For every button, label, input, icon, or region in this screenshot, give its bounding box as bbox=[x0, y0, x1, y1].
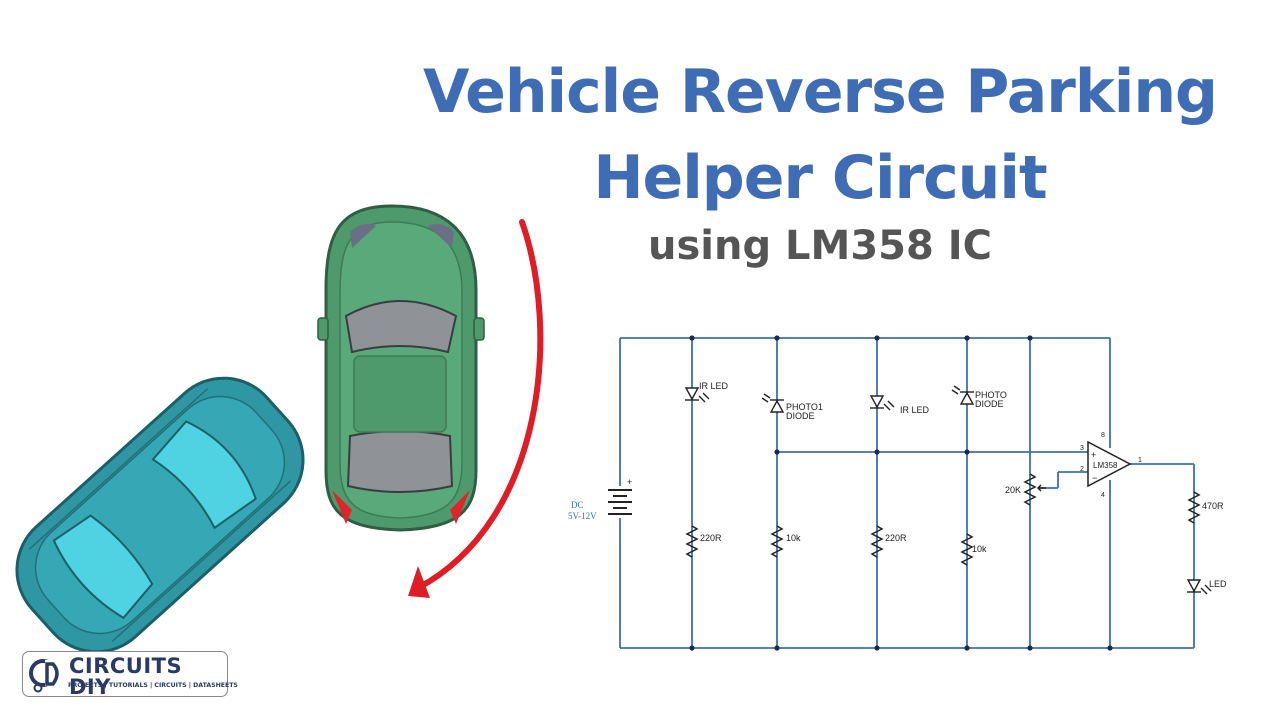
page-title-line-2: Helper Circuit bbox=[593, 143, 1047, 213]
dc-label-line-2: 5V-12V bbox=[568, 511, 597, 521]
output-led bbox=[1186, 579, 1212, 595]
photodiode-1 bbox=[761, 393, 785, 413]
opamp-pin-1: 1 bbox=[1138, 457, 1142, 464]
logo-icon bbox=[29, 659, 59, 693]
opamp-lm358 bbox=[1087, 440, 1132, 488]
dc-battery bbox=[608, 486, 632, 518]
photodiode-1-label-line-1: PHOTO1 bbox=[786, 402, 823, 412]
teal-car-illustration bbox=[15, 376, 305, 654]
resistors bbox=[685, 473, 1201, 566]
reverse-arrow bbox=[408, 219, 544, 598]
ir-led-1 bbox=[684, 387, 710, 403]
photodiode-2-label-line-2: DIODE bbox=[975, 399, 1004, 409]
ir-led-2-label: IR LED bbox=[900, 405, 930, 415]
opamp-pin-8: 8 bbox=[1101, 432, 1105, 439]
opamp-pin-2: 2 bbox=[1080, 466, 1084, 473]
circuits-diy-logo[interactable]: CIRCUITS DIY PROJECTS | TUTORIALS | CIRC… bbox=[22, 651, 238, 699]
resistor-2-label: 10k bbox=[786, 533, 801, 543]
resistor-4-label: 10k bbox=[972, 544, 987, 554]
output-resistor-label: 470R bbox=[1202, 501, 1224, 511]
green-car-illustration bbox=[317, 204, 485, 532]
photodiode-1-label-line-2: DIODE bbox=[786, 411, 815, 421]
opamp-pin-3: 3 bbox=[1080, 445, 1084, 452]
ir-led-1-label: IR LED bbox=[699, 381, 729, 391]
dc-label-line-1: DC bbox=[571, 500, 584, 510]
potentiometer-label: 20K bbox=[1005, 485, 1021, 495]
opamp-label: LM358 bbox=[1093, 461, 1118, 470]
opamp-minus-input: − bbox=[1092, 473, 1097, 483]
junction-dots bbox=[689, 335, 1113, 651]
opamp-plus-input: + bbox=[1091, 450, 1096, 460]
opamp-pin-4: 4 bbox=[1101, 492, 1105, 499]
logo-tagline: PROJECTS | TUTORIALS | CIRCUITS | DATASH… bbox=[68, 682, 238, 689]
ir-led-2 bbox=[869, 395, 895, 411]
page-title-line-1: Vehicle Reverse Parking bbox=[422, 57, 1218, 127]
photodiode-2 bbox=[951, 385, 975, 405]
resistor-3-label: 220R bbox=[885, 533, 907, 543]
logo-name: CIRCUITS DIY bbox=[69, 654, 183, 699]
resistor-1-label: 220R bbox=[700, 533, 722, 543]
page-subtitle: using LM358 IC bbox=[648, 223, 992, 269]
photodiode-2-label-line-1: PHOTO bbox=[975, 390, 1007, 400]
output-led-label: LED bbox=[1209, 579, 1227, 589]
battery-plus-sign: + bbox=[627, 477, 632, 487]
